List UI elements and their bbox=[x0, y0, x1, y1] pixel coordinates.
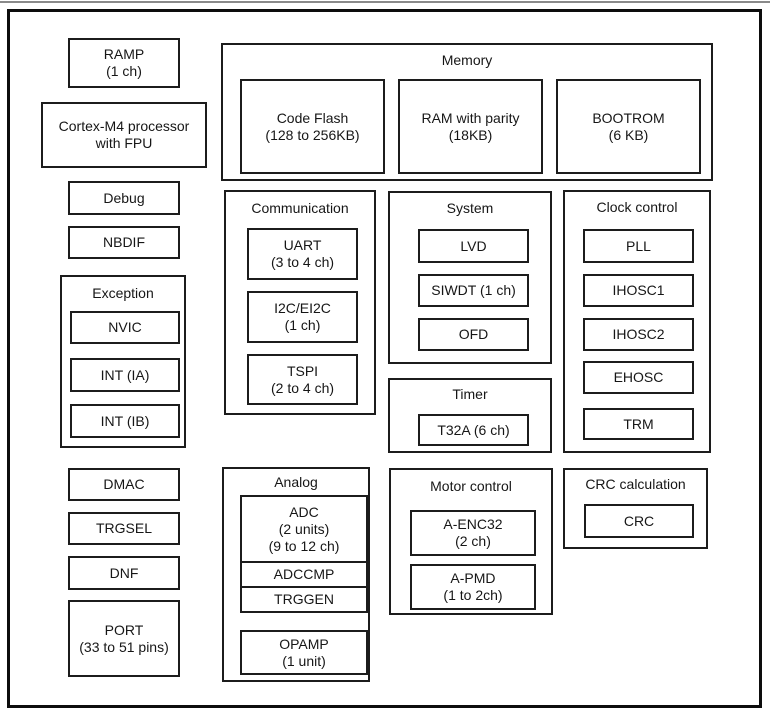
page-top-rule bbox=[0, 1, 770, 3]
block-adc: ADC (2 units) (9 to 12 ch) bbox=[268, 503, 340, 554]
block-trgsel: TRGSEL bbox=[68, 512, 180, 545]
block-siwdt: SIWDT (1 ch) bbox=[418, 274, 529, 307]
block-t32a: T32A (6 ch) bbox=[418, 414, 529, 446]
group-system: System LVD SIWDT (1 ch) OFD bbox=[388, 191, 552, 364]
group-clock-control-title: Clock control bbox=[596, 199, 678, 215]
group-communication-title: Communication bbox=[251, 200, 349, 216]
group-motor-control: Motor control A-ENC32 (2 ch) A-PMD (1 to… bbox=[389, 468, 553, 615]
block-crc: CRC bbox=[584, 504, 694, 538]
block-trm: TRM bbox=[583, 408, 694, 440]
block-ramp: RAMP (1 ch) bbox=[68, 38, 180, 88]
block-port: PORT (33 to 51 pins) bbox=[68, 600, 180, 677]
block-uart: UART (3 to 4 ch) bbox=[247, 228, 358, 280]
group-system-title: System bbox=[446, 200, 494, 216]
block-ihosc1: IHOSC1 bbox=[583, 274, 694, 307]
group-analog: Analog ADC (2 units) (9 to 12 ch) ADCCMP… bbox=[222, 467, 370, 682]
block-opamp: OPAMP (1 unit) bbox=[240, 630, 368, 675]
block-int-ia: INT (IA) bbox=[70, 358, 180, 392]
block-ihosc2: IHOSC2 bbox=[583, 318, 694, 351]
block-adc-stack: ADC (2 units) (9 to 12 ch) ADCCMP TRGGEN bbox=[240, 495, 368, 613]
block-i2c-ei2c: I2C/EI2C (1 ch) bbox=[247, 291, 358, 343]
block-dnf: DNF bbox=[68, 556, 180, 590]
block-lvd: LVD bbox=[418, 229, 529, 263]
group-crc-calculation-title: CRC calculation bbox=[585, 476, 686, 492]
block-adccmp: ADCCMP bbox=[242, 561, 366, 586]
block-cortex-m4-processor: Cortex-M4 processor with FPU bbox=[41, 102, 207, 168]
group-analog-title: Analog bbox=[274, 474, 318, 490]
block-ofd: OFD bbox=[418, 318, 529, 351]
block-debug: Debug bbox=[68, 181, 180, 215]
block-nvic: NVIC bbox=[70, 311, 180, 344]
group-exception: Exception NVIC INT (IA) INT (IB) bbox=[60, 275, 186, 448]
block-trggen: TRGGEN bbox=[242, 586, 366, 611]
group-memory: Memory Code Flash (128 to 256KB) RAM wit… bbox=[221, 43, 713, 181]
group-exception-title: Exception bbox=[92, 285, 154, 301]
group-timer: Timer T32A (6 ch) bbox=[388, 378, 552, 453]
block-a-enc32: A-ENC32 (2 ch) bbox=[410, 510, 536, 556]
block-pll: PLL bbox=[583, 229, 694, 263]
block-nbdif: NBDIF bbox=[68, 226, 180, 259]
group-motor-control-title: Motor control bbox=[430, 478, 512, 494]
block-tspi: TSPI (2 to 4 ch) bbox=[247, 354, 358, 405]
block-a-pmd: A-PMD (1 to 2ch) bbox=[410, 564, 536, 610]
group-timer-title: Timer bbox=[452, 386, 488, 402]
block-dmac: DMAC bbox=[68, 468, 180, 501]
block-ram-with-parity: RAM with parity (18KB) bbox=[398, 79, 543, 174]
group-clock-control: Clock control PLL IHOSC1 IHOSC2 EHOSC TR… bbox=[563, 190, 711, 453]
group-crc-calculation: CRC calculation CRC bbox=[563, 468, 708, 549]
group-memory-title: Memory bbox=[441, 52, 493, 68]
block-ehosc: EHOSC bbox=[583, 361, 694, 394]
block-bootrom: BOOTROM (6 KB) bbox=[556, 79, 701, 174]
block-code-flash: Code Flash (128 to 256KB) bbox=[240, 79, 385, 174]
group-communication: Communication UART (3 to 4 ch) I2C/EI2C … bbox=[224, 190, 376, 415]
block-int-ib: INT (IB) bbox=[70, 404, 180, 438]
